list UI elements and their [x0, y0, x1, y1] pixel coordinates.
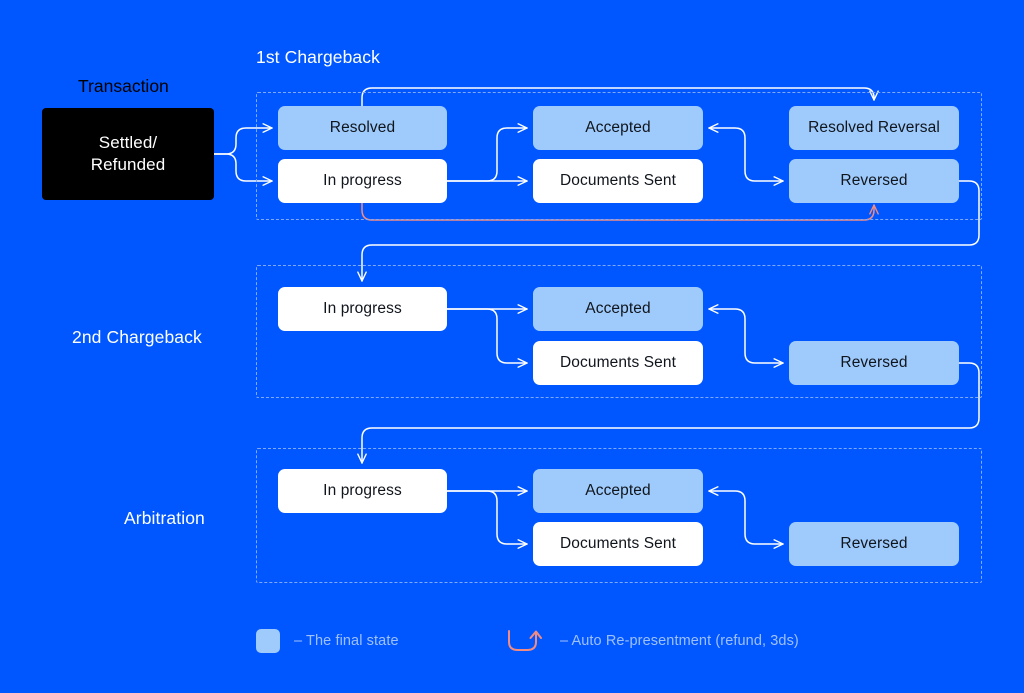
node-resolved-1[interactable]: Resolved [278, 106, 447, 150]
lane-chargeback-1 [256, 92, 982, 220]
node-documents-sent-3[interactable]: Documents Sent [533, 522, 703, 566]
node-resolved-reversal-1[interactable]: Resolved Reversal [789, 106, 959, 150]
auto-representment-arrow-icon [502, 626, 546, 656]
node-label: Settled/ Refunded [91, 132, 166, 177]
node-in-progress-2[interactable]: In progress [278, 287, 447, 331]
node-reversed-1[interactable]: Reversed [789, 159, 959, 203]
label-chargeback-1: 1st Chargeback [256, 47, 380, 67]
node-documents-sent-1[interactable]: Documents Sent [533, 159, 703, 203]
node-label-line1: Settled/ [98, 132, 158, 152]
lane-chargeback-2 [256, 265, 982, 398]
final-state-swatch-icon [256, 629, 280, 653]
lane-arbitration [256, 448, 982, 583]
node-in-progress-1[interactable]: In progress [278, 159, 447, 203]
node-in-progress-3[interactable]: In progress [278, 469, 447, 513]
node-accepted-2[interactable]: Accepted [533, 287, 703, 331]
label-transaction: Transaction [78, 76, 169, 96]
node-accepted-1[interactable]: Accepted [533, 106, 703, 150]
legend-item-auto-representment: – Auto Re-presentment (refund, 3ds) [502, 618, 799, 664]
node-documents-sent-2[interactable]: Documents Sent [533, 341, 703, 385]
node-reversed-2[interactable]: Reversed [789, 341, 959, 385]
node-label-line2: Refunded [90, 155, 166, 174]
node-reversed-3[interactable]: Reversed [789, 522, 959, 566]
legend-final-state-text: – The final state [294, 633, 399, 649]
node-accepted-3[interactable]: Accepted [533, 469, 703, 513]
legend-auto-representment-text: – Auto Re-presentment (refund, 3ds) [560, 633, 799, 649]
legend-item-final-state: – The final state [256, 618, 399, 664]
label-arbitration: Arbitration [124, 508, 205, 528]
label-chargeback-2: 2nd Chargeback [72, 327, 202, 347]
node-settled-refunded[interactable]: Settled/ Refunded [42, 108, 214, 200]
